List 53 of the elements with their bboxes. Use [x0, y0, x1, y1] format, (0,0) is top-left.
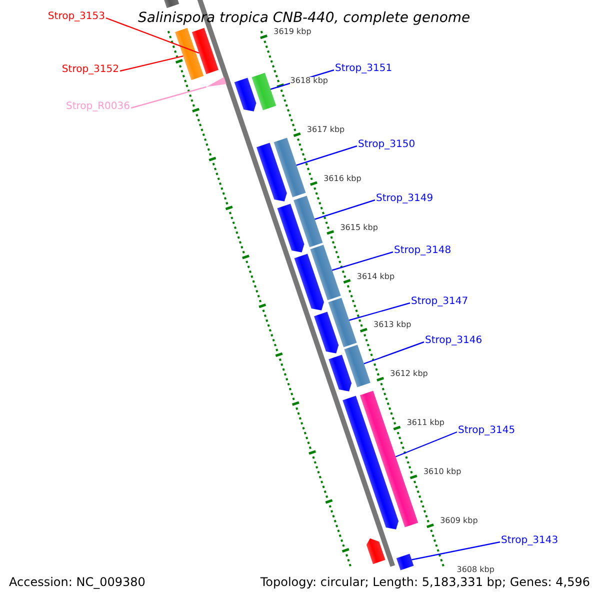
gene-label: Strop_3152: [62, 65, 119, 75]
gene-label: Strop_R0036: [66, 102, 130, 112]
gene-feature: [274, 138, 306, 198]
leader-line: [412, 541, 500, 560]
gene-label: Strop_3143: [501, 536, 558, 546]
gene-label: Strop_3150: [358, 140, 416, 150]
gene-label: Strop_3149: [376, 194, 434, 204]
leader-line: [395, 431, 458, 458]
tick-label: 3612 kbp: [390, 370, 428, 378]
tick-label: 3611 kbp: [406, 419, 445, 428]
tick-label: 3616 kbp: [324, 174, 362, 183]
accession-text: Accession: NC_009380: [9, 576, 146, 588]
gene-label: Strop_3145: [458, 426, 516, 436]
tick-label: 3608 kbp: [456, 566, 494, 574]
leader-line: [314, 199, 376, 220]
tick-label: 3618 kbp: [290, 76, 328, 85]
gene-label: Strop_3146: [425, 336, 482, 346]
leader-line: [364, 341, 424, 364]
gene-feature: [314, 312, 339, 354]
gene-feature: [256, 142, 287, 202]
gene-feature: [344, 344, 370, 388]
gene-feature: [192, 28, 219, 74]
leader-line: [120, 56, 184, 72]
tick-label: 3614 kbp: [356, 272, 395, 280]
gene-feature: [294, 254, 324, 310]
gene-feature: [396, 554, 414, 570]
tick-label: 3619 kbp: [274, 28, 312, 36]
leader-line: [296, 145, 358, 166]
title: Salinispora tropica CNB-440, complete genome: [138, 11, 470, 25]
gene-feature: [328, 298, 357, 348]
genome-stats-text: Topology: circular; Length: 5,183,331 bp; Genes: 4,596: [260, 576, 590, 588]
gene-label: Strop_3147: [411, 297, 468, 307]
gene-feature: [175, 28, 204, 80]
gene-feature: [342, 396, 399, 530]
gene-label: Strop_3153: [48, 12, 105, 22]
tick-label: 3609 kbp: [440, 517, 478, 525]
tick-label: 3617 kbp: [306, 126, 345, 134]
gene-feature: [252, 72, 276, 110]
gene-label: Strop_3148: [394, 246, 452, 256]
gene-label: Strop_3151: [335, 64, 392, 74]
leader-line: [130, 86, 206, 109]
leader-line: [332, 251, 394, 271]
gene-feature: [234, 78, 256, 112]
leader-line: [106, 17, 200, 54]
leader-line: [349, 302, 410, 321]
tick-label: 3613 kbp: [374, 321, 412, 330]
gene-feature: [328, 354, 352, 392]
feature-triangle: [206, 76, 226, 87]
gene-feature: [294, 196, 323, 248]
gene-feature: [310, 244, 341, 300]
gene-feature: [366, 538, 386, 564]
gene-feature: [277, 204, 304, 252]
tick-label: 3615 kbp: [340, 224, 378, 232]
